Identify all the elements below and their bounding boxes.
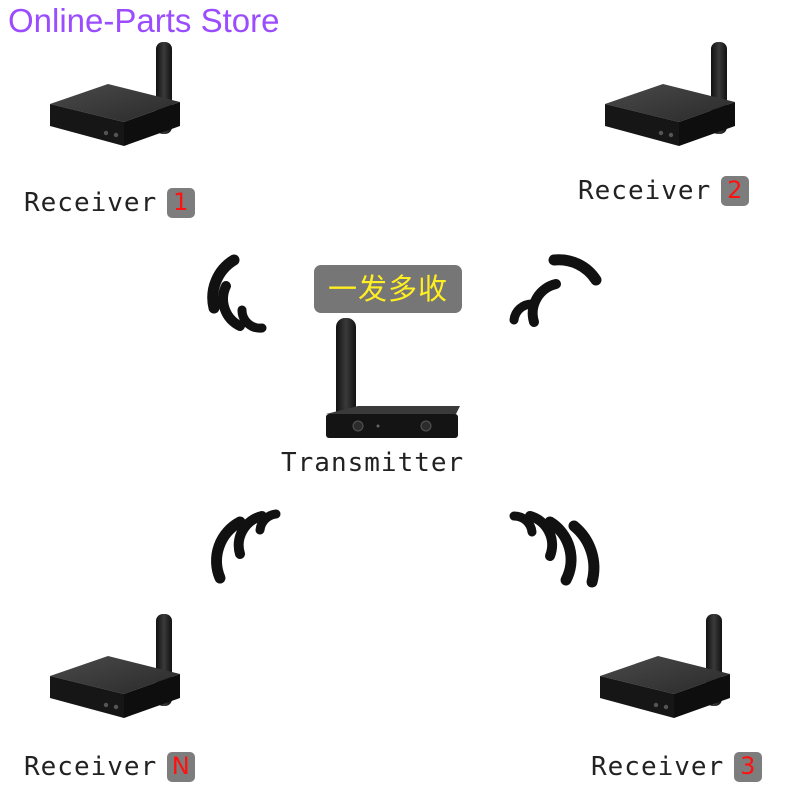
- signal-waves-top-right-icon: [509, 254, 602, 327]
- signal-waves-bottom-right-icon: [509, 511, 600, 588]
- receiver-3-badge: 3: [734, 752, 763, 782]
- receiver-1-device: [48, 40, 182, 152]
- receiver-3-label: Receiver 3: [591, 752, 763, 782]
- transmitter-text: Transmitter: [281, 448, 465, 478]
- receiver-2-text: Receiver: [578, 176, 712, 206]
- receiver-3-device: [598, 612, 732, 724]
- one-to-many-badge: 一发多收: [314, 265, 462, 313]
- signal-waves-bottom-left-icon: [211, 509, 281, 584]
- store-title: Online-Parts Store: [8, 2, 280, 39]
- receiver-2-label: Receiver 2: [578, 176, 750, 206]
- receiver-1-badge: 1: [167, 188, 196, 218]
- receiver-3-text: Receiver: [591, 752, 725, 782]
- receiver-n-text: Receiver: [24, 752, 158, 782]
- transmitter-label: Transmitter: [281, 448, 464, 478]
- receiver-2-badge: 2: [721, 176, 750, 206]
- receiver-2-device: [603, 40, 737, 152]
- transmitter-device: [322, 318, 464, 442]
- receiver-n-badge: N: [167, 752, 196, 782]
- signal-waves-top-left-icon: [207, 254, 267, 333]
- receiver-1-label: Receiver 1: [24, 188, 196, 218]
- receiver-n-device: [48, 612, 182, 724]
- receiver-n-label: Receiver N: [24, 752, 196, 782]
- receiver-1-text: Receiver: [24, 188, 158, 218]
